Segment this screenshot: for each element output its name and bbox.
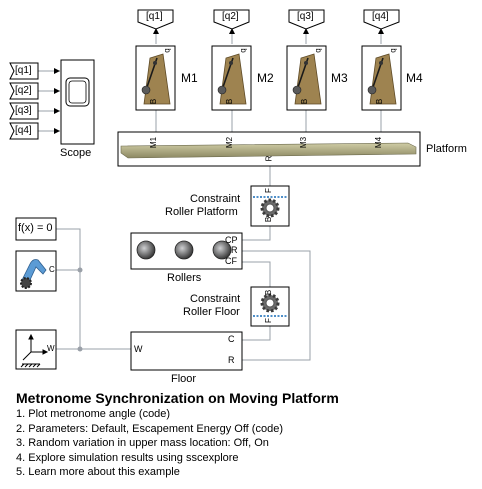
platform-port-m4: M4	[374, 136, 384, 149]
floor-label: Floor	[171, 373, 197, 385]
goto-tags	[137, 9, 400, 30]
platform-port-m3: M3	[299, 136, 309, 149]
metronome-icon	[219, 53, 247, 105]
gear-icon	[260, 293, 280, 313]
metronome-m2-port-q: q	[238, 48, 248, 53]
model-title: Metronome Synchronization on Moving Plat…	[16, 390, 339, 406]
rollers-block[interactable]	[130, 232, 243, 270]
mechanism-configuration-block[interactable]	[15, 250, 57, 292]
metronome-icon	[369, 53, 397, 105]
floor-port-w: W	[134, 344, 143, 354]
from-tag-q3[interactable]	[9, 102, 39, 120]
goto-tag-q3[interactable]	[288, 9, 325, 30]
metronome-m3-label: M3	[331, 71, 348, 85]
from-tag-q1[interactable]	[9, 62, 39, 80]
constraint-roller-floor-label-line2: Roller Floor	[183, 306, 240, 318]
constraint-roller-floor-port-b: B	[264, 289, 274, 296]
floor-port-r: R	[228, 355, 235, 365]
rollers-label: Rollers	[167, 272, 202, 284]
goto-tag-q4-label: [q4]	[372, 11, 389, 22]
metronome-m2-label: M2	[257, 71, 274, 85]
solver-configuration-block[interactable]	[15, 217, 57, 241]
gear-icon	[260, 198, 280, 218]
roller-icon	[136, 240, 156, 260]
step-plot-angle[interactable]: 1. Plot metronome angle (code)	[16, 408, 171, 420]
scope-label: Scope	[60, 147, 92, 159]
constraint-roller-floor-port-f: F	[263, 318, 273, 323]
platform-block[interactable]	[117, 131, 421, 167]
from-tag-q2[interactable]	[9, 82, 39, 100]
constraint-roller-floor-block[interactable]	[250, 286, 290, 327]
goto-tag-q4[interactable]	[363, 9, 400, 30]
world-axes-icon	[20, 333, 49, 368]
step-random-variation[interactable]: 3. Random variation in upper mass locati…	[16, 437, 269, 450]
goto-tag-q1-label: [q1]	[146, 11, 163, 22]
metronome-m4-label: M4	[406, 71, 423, 85]
scope-screen-icon	[68, 80, 87, 104]
roller-icon	[174, 240, 194, 260]
platform-plank-icon	[120, 142, 417, 159]
platform-port-m2: M2	[225, 136, 235, 149]
roller-icon	[212, 240, 232, 260]
goto-tag-q2[interactable]	[213, 9, 250, 30]
from-tag-q1-label: [q1]	[15, 65, 32, 76]
constraint-roller-platform-label-line1: Constraint	[190, 193, 241, 205]
from-tag-q3-label: [q3]	[15, 105, 32, 116]
metronome-icon	[143, 53, 171, 105]
metronome-m1-port-b: B	[149, 98, 159, 105]
mechanism-configuration-port-c: C	[49, 265, 55, 274]
goto-tag-q3-label: [q3]	[297, 11, 314, 22]
constraint-roller-platform-port-f: F	[263, 188, 273, 193]
constraint-roller-platform-label-line2: Roller Platform	[165, 206, 238, 218]
goto-tag-q2-label: [q2]	[222, 11, 239, 22]
metronome-m3-port-b: B	[300, 98, 310, 105]
solver-configuration-label: f(x) = 0	[18, 222, 53, 234]
signal-lines	[38, 28, 382, 361]
from-tag-q4[interactable]	[9, 122, 39, 140]
metronome-m4-port-b: B	[375, 98, 385, 105]
platform-port-m1: M1	[149, 136, 159, 149]
rollers-port-cf: CF	[225, 256, 237, 266]
metronome-block-m3[interactable]	[286, 45, 327, 111]
metronome-m1-port-q: q	[162, 48, 172, 53]
instructions-list: 1. Plot metronome angle (code) 2. Parame…	[16, 407, 283, 480]
floor-port-c: C	[228, 334, 235, 344]
metronome-m4-port-q: q	[388, 48, 398, 53]
metronome-block-m1[interactable]	[135, 45, 176, 111]
step-explore-results[interactable]: 4. Explore simulation results using ssce…	[16, 451, 239, 464]
from-tags	[9, 62, 39, 140]
step-learn-more[interactable]: 5. Learn more about this example	[16, 466, 180, 479]
metronome-m3-port-q: q	[313, 48, 323, 53]
scope-block[interactable]	[60, 59, 95, 145]
world-frame-block[interactable]	[15, 329, 57, 370]
metronome-block-m2[interactable]	[211, 45, 252, 111]
arrowheads	[54, 28, 384, 134]
constraint-roller-floor-label-line1: Constraint	[190, 293, 241, 305]
constraint-roller-platform-port-b: B	[264, 216, 274, 223]
metronome-m1-label: M1	[181, 71, 198, 85]
rollers-port-cp: CP	[225, 235, 238, 245]
metronome-icon	[294, 53, 322, 105]
platform-label: Platform	[426, 143, 467, 155]
junction-dots	[77, 267, 83, 352]
rollers-port-r: R	[231, 245, 238, 255]
from-tag-q4-label: [q4]	[15, 125, 32, 136]
from-tag-q2-label: [q2]	[15, 85, 32, 96]
goto-tag-q1[interactable]	[137, 9, 174, 30]
metronome-m2-port-b: B	[225, 98, 235, 105]
platform-port-r: R	[264, 155, 274, 162]
floor-block[interactable]	[130, 331, 243, 371]
robot-arm-icon	[21, 259, 47, 281]
metronome-block-m4[interactable]	[361, 45, 402, 111]
gear-icon	[20, 277, 32, 289]
world-frame-port-w: W	[47, 344, 55, 353]
step-parameters[interactable]: 2. Parameters: Default, Escapement Energ…	[16, 422, 283, 435]
constraint-roller-platform-block[interactable]	[250, 185, 290, 227]
